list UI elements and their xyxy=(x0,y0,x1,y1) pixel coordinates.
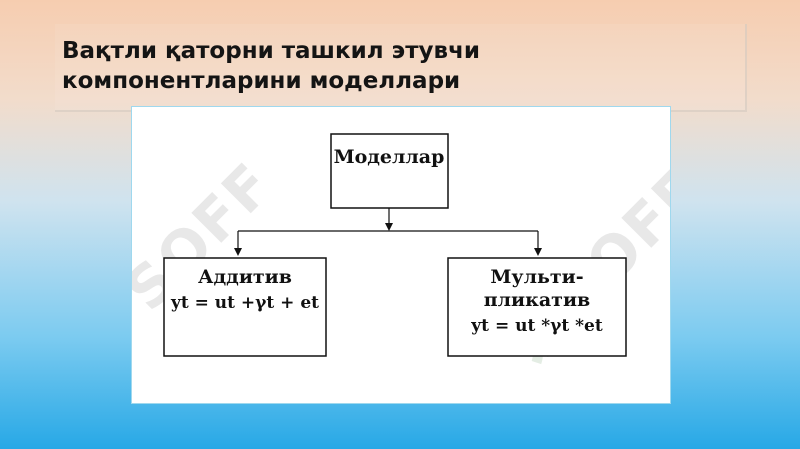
slide-title-line-1: Вақтли қаторни ташкил этувчи xyxy=(62,38,480,64)
node-multiplicative-label-1: Мульти- xyxy=(490,266,583,288)
slide-title: Вақтли қаторни ташкил этувчи компонентла… xyxy=(62,36,722,96)
arrowhead-left xyxy=(234,248,242,256)
node-additive-label: Аддитив xyxy=(198,266,292,288)
node-additive-formula: yt = ut +γt + et xyxy=(170,293,319,313)
node-additive xyxy=(163,257,327,357)
arrowhead-right xyxy=(534,248,542,256)
node-multiplicative-label-2: пликатив xyxy=(484,289,591,311)
title-panel xyxy=(55,24,747,112)
arrowhead-root xyxy=(385,223,393,231)
node-root xyxy=(330,133,449,209)
models-diagram: SOFF SOFF Моделлар Аддитив yt = ut +γt +… xyxy=(132,133,670,365)
node-multiplicative-formula: yt = ut *γt *et xyxy=(470,316,603,336)
slide-title-line-2: компонентларини моделлари xyxy=(62,68,461,94)
node-multiplicative xyxy=(447,257,627,357)
diagram-card: SOFF SOFF Моделлар Аддитив yt = ut +γt +… xyxy=(131,106,671,404)
node-root-label: Моделлар xyxy=(334,146,445,168)
